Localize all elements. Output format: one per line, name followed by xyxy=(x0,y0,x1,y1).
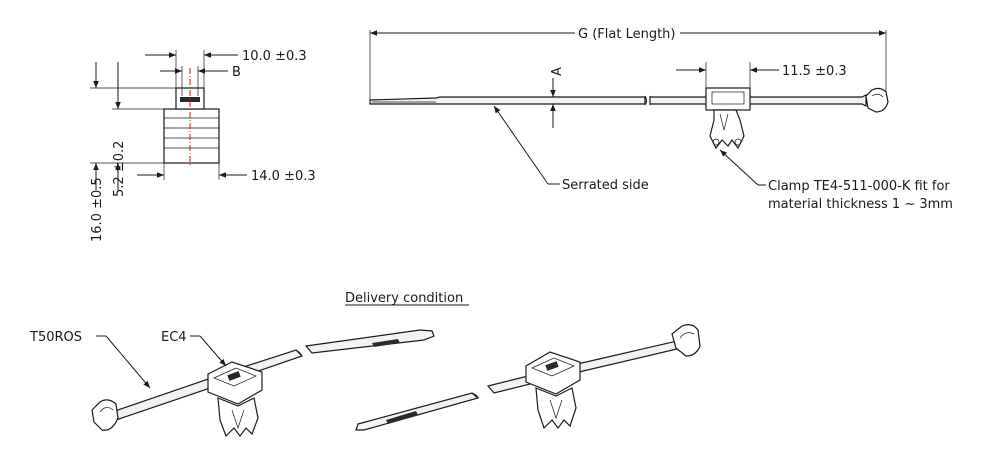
callout-serrated-side: Serrated side xyxy=(562,178,649,193)
dim-top-width: 10.0 ±0.3 xyxy=(242,49,307,64)
clamp-fir-tree-left xyxy=(217,397,259,438)
clamp-head-right xyxy=(525,351,581,395)
dim-head-width: 14.0 ±0.3 xyxy=(251,169,316,184)
side-view: 10.0 ±0.3 B 16.0 ±0.5 5.2 ±0.2 14.0 ±0.3 xyxy=(90,49,316,242)
dim-clamp-width: 11.5 ±0.3 xyxy=(782,64,847,79)
dim-thickness-a: A xyxy=(550,67,565,76)
delivery-title: Delivery condition xyxy=(345,291,463,306)
clamp-head-left xyxy=(207,361,263,405)
label-ec4: EC4 xyxy=(161,330,187,345)
dim-overall-height: 16.0 ±0.5 xyxy=(90,177,105,242)
strap-end-head xyxy=(865,87,889,113)
dim-flat-length: G (Flat Length) xyxy=(578,27,675,42)
delivery-assembly-right xyxy=(355,324,701,431)
delivery-condition: Delivery condition T50ROS xyxy=(29,291,701,438)
clamp-fir-tree-right xyxy=(535,387,577,430)
strap-serrated xyxy=(369,96,646,105)
dim-b: B xyxy=(232,65,241,80)
clamp-fir-tree xyxy=(709,109,745,150)
strap-tail-left xyxy=(304,329,435,354)
callout-clamp-line1: Clamp TE4-511-000-K fit for xyxy=(768,179,950,194)
dim-head-height: 5.2 ±0.2 xyxy=(112,141,127,197)
delivery-assembly-left: T50ROS EC4 xyxy=(29,329,435,438)
tie-end-head-right xyxy=(671,324,701,357)
tie-end-head-left xyxy=(91,399,119,431)
head-block xyxy=(163,108,220,164)
clamp-head xyxy=(705,87,751,111)
label-t50ros: T50ROS xyxy=(29,330,82,345)
strap-tail-right xyxy=(355,392,480,431)
callout-clamp-line2: material thickness 1 ~ 3mm xyxy=(768,197,953,212)
front-view: G (Flat Length) A 11.5 ±0.3 Serra xyxy=(369,27,953,212)
